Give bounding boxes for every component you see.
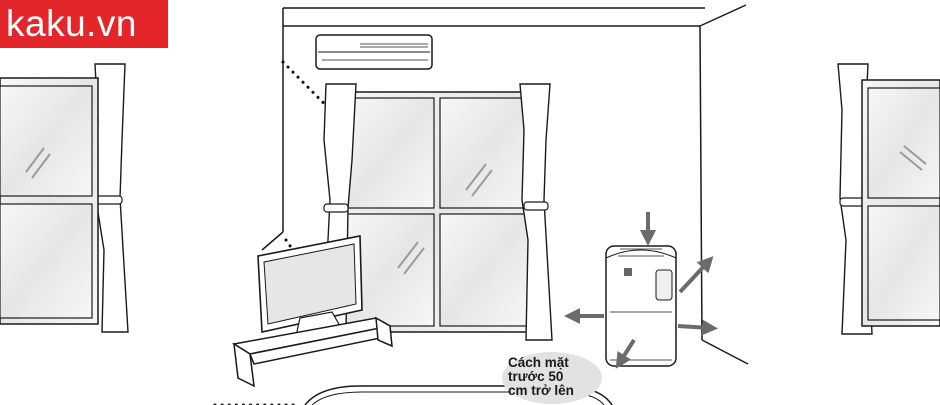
callout-line-2: trước 50	[508, 370, 604, 384]
kaku-logo: kaku.vn	[0, 0, 168, 48]
right-window	[862, 80, 940, 326]
dehumidifier	[606, 246, 676, 366]
center-window	[340, 92, 536, 332]
distance-callout: Cách mặt trước 50 cm trở lên	[508, 356, 604, 398]
left-window	[0, 78, 98, 324]
callout-line-1: Cách mặt	[508, 356, 604, 370]
callout-line-3: cm trở lên	[508, 384, 604, 398]
air-conditioner	[316, 35, 432, 69]
